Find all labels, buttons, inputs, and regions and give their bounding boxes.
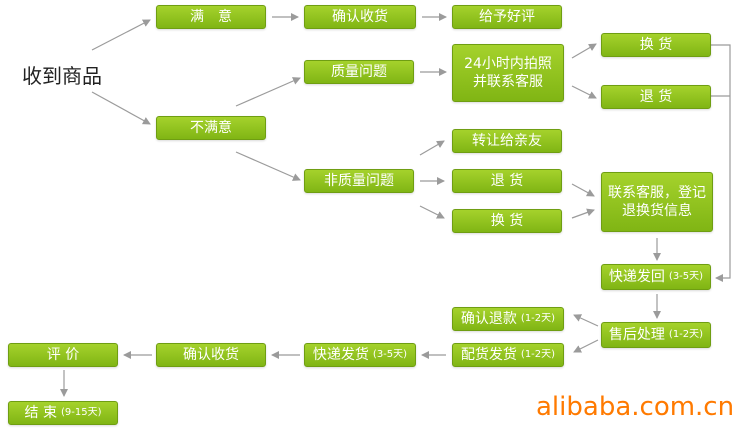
arrow-nonquality-transfer [419,140,445,156]
arrow-photo-return [571,85,597,99]
arrow-exchange-express [710,44,731,282]
node-confirm-refund-days: (1-2天) [520,313,556,324]
node-after-sales-label: 售后处理 [608,327,665,343]
node-dispatch-label: 配货发货 [460,347,517,363]
arrow-photo-exchange [571,43,597,59]
arrow-unsatisfied-quality [235,77,301,107]
node-dispatch: 配货发货 (1-2天) [452,343,564,367]
node-quality-issue-label: 质量问题 [331,64,387,80]
node-unsatisfied: 不满意 [156,116,266,140]
node-contact-service-label: 联系客服，登记退换货信息 [608,185,706,219]
node-confirm-receipt-1: 确认收货 [304,5,416,29]
node-confirm-receipt-2: 确认收货 [156,343,266,367]
node-non-quality-issue-label: 非质量问题 [324,173,394,189]
arrow-return2-contact [571,183,595,197]
node-quality-issue: 质量问题 [304,60,414,84]
arrow-start-satisfied [91,19,151,51]
arrow-aftersales-dispatch [573,339,599,353]
node-unsatisfied-label: 不满意 [190,120,232,136]
node-review: 评 价 [8,343,118,367]
node-transfer-friend-label: 转让给亲友 [472,133,542,149]
node-review-label: 评 价 [46,347,80,363]
node-give-good-review: 给予好评 [452,5,562,29]
node-return-2-label: 退 货 [490,173,524,189]
node-confirm-receipt-2-label: 确认收货 [183,347,239,363]
node-non-quality-issue: 非质量问题 [304,169,414,193]
node-after-sales: 售后处理 (1-2天) [601,322,711,348]
start-label: 收到商品 [22,64,102,88]
arrow-unsatisfied-nonquality [235,151,301,181]
node-photo-contact-label: 24小时内拍照并联系客服 [464,56,552,90]
node-return-1: 退 货 [601,85,711,109]
node-after-sales-days: (1-2天) [668,329,704,340]
node-satisfied-label: 满 意 [190,9,232,25]
node-express-return: 快递发回 (3-5天) [601,264,711,290]
node-satisfied: 满 意 [156,5,266,29]
node-exchange-1: 换 货 [601,33,711,57]
node-exchange-2-label: 换 货 [490,213,524,229]
node-contact-service: 联系客服，登记退换货信息 [601,172,713,232]
node-dispatch-days: (1-2天) [520,349,556,360]
arrow-aftersales-refund [573,314,599,327]
node-photo-contact: 24小时内拍照并联系客服 [452,44,564,102]
node-exchange-1-label: 换 货 [639,37,673,53]
node-confirm-receipt-1-label: 确认收货 [332,9,388,25]
arrow-nonquality-exchange [419,205,445,219]
node-exchange-2: 换 货 [452,209,562,233]
node-end-days: (9-15天) [60,407,102,418]
node-end: 结 束 (9-15天) [8,401,118,425]
arrow-exchange2-contact [571,208,595,219]
arrow-start-unsatisfied [91,91,151,125]
node-give-good-review-label: 给予好评 [479,9,535,25]
node-express-return-days: (3-5天) [668,271,704,282]
node-return-1-label: 退 货 [639,89,673,105]
node-express-ship-days: (3-5天) [372,349,408,360]
node-express-ship: 快递发货 (3-5天) [304,343,416,367]
watermark-text: alibaba.com.cn [536,392,735,422]
node-transfer-friend: 转让给亲友 [452,129,562,153]
node-return-2: 退 货 [452,169,562,193]
node-end-label: 结 束 [24,405,57,421]
node-confirm-refund-label: 确认退款 [460,311,517,327]
node-confirm-refund: 确认退款 (1-2天) [452,307,564,331]
node-express-ship-label: 快递发货 [312,347,369,363]
node-express-return-label: 快递发回 [608,269,665,285]
